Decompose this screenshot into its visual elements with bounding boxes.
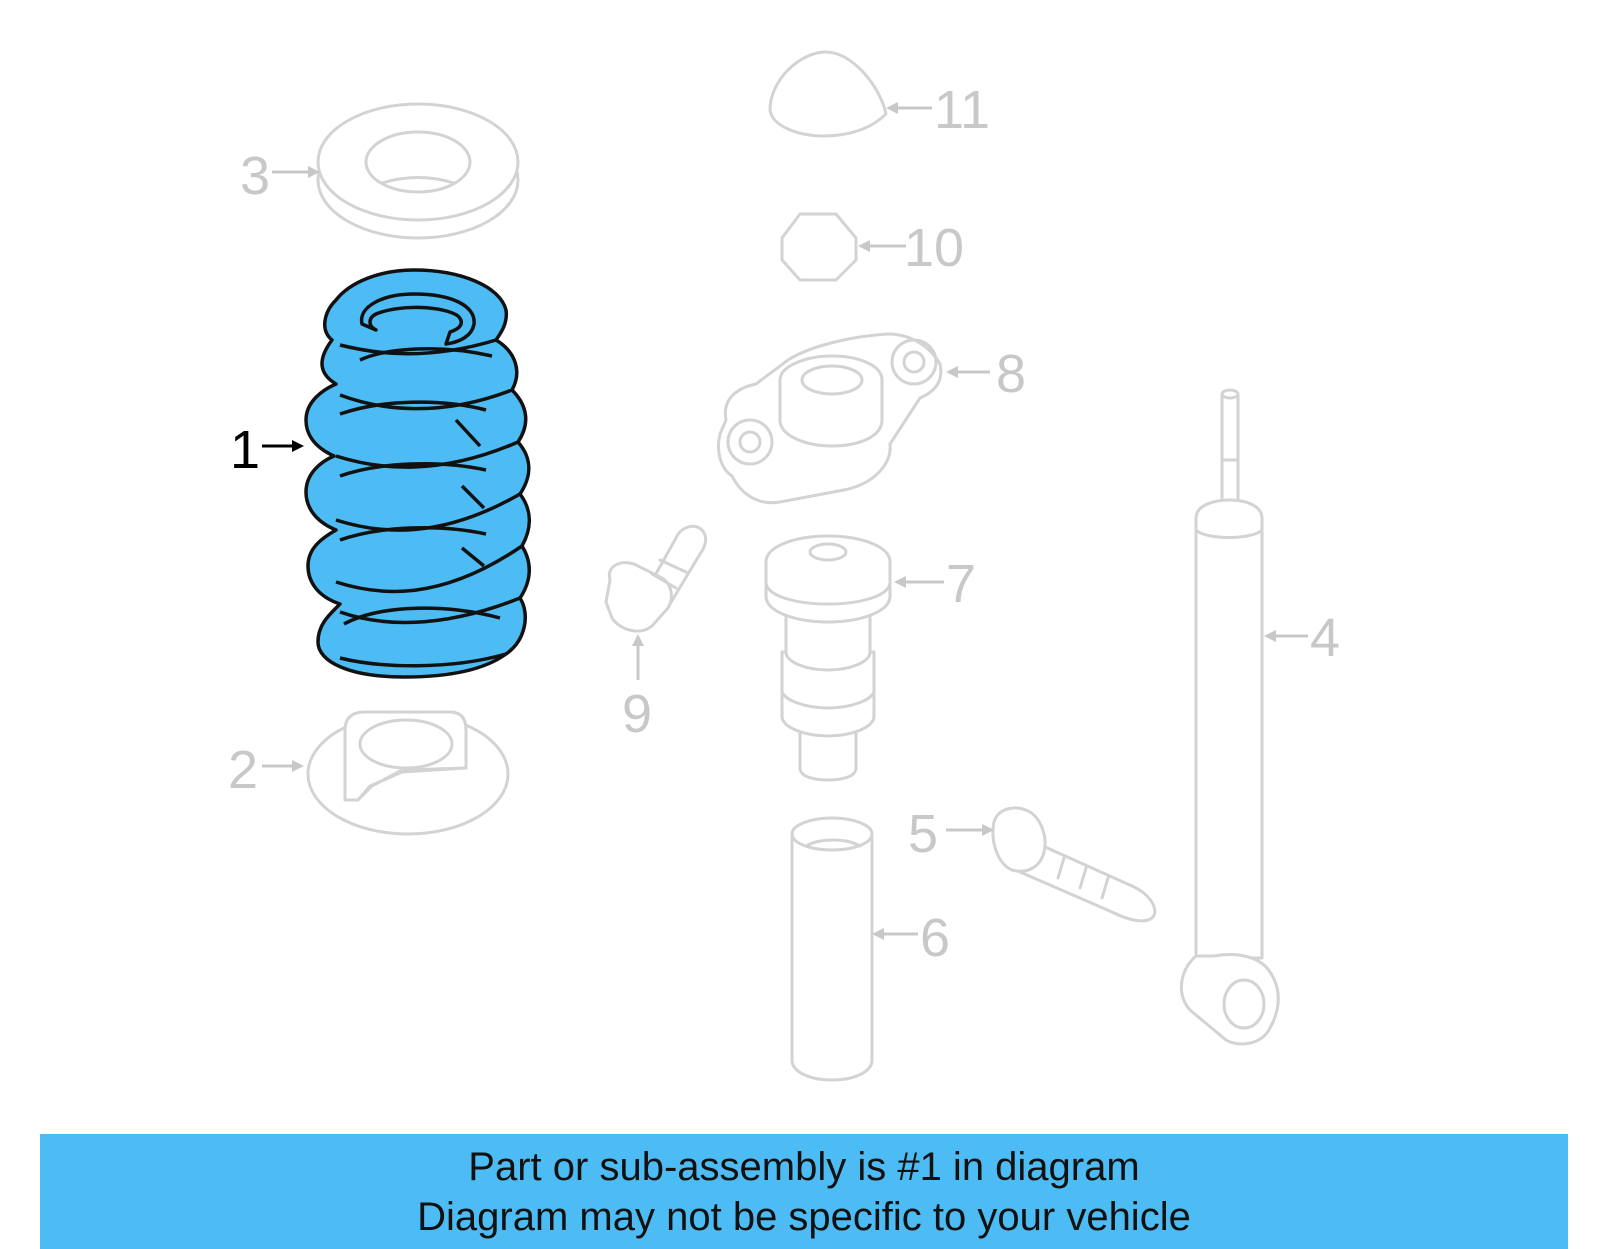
callout-7: 7 [946,554,976,614]
coil-spring [304,268,531,679]
arrowhead-2 [292,760,304,772]
footer-line-1: Part or sub-assembly is #1 in diagram [468,1145,1140,1189]
arrowhead-5 [982,824,994,836]
shock-absorber [1179,388,1280,1046]
callout-1: 1 [230,420,260,480]
arrowhead-1 [292,440,304,452]
callout-3: 3 [240,146,270,206]
nut [780,212,858,282]
bump-stop [764,534,892,782]
callout-11: 11 [934,80,990,140]
dust-boot [790,816,874,1082]
callout-4: 4 [1310,608,1340,668]
footer-banner: Part or sub-assembly is #1 in diagram Di… [40,1134,1568,1249]
upper-spring-seat [316,102,520,240]
callout-9: 9 [622,684,652,744]
callout-10: 10 [904,218,964,278]
callout-2: 2 [228,740,258,800]
arrowhead-10 [858,240,870,252]
arrowhead-7 [894,576,906,588]
upper-mount [717,332,943,505]
footer-line-2: Diagram may not be specific to your vehi… [417,1195,1191,1239]
cap [768,50,888,138]
arrowhead-9 [632,634,644,646]
callout-6: 6 [920,908,950,968]
arrowhead-4 [1264,630,1276,642]
callout-leaders [262,102,1308,940]
arrowhead-6 [872,928,884,940]
callout-8: 8 [996,344,1026,404]
lower-mount-bolt [991,806,1157,923]
callout-5: 5 [908,804,938,864]
mount-bolt [604,524,708,633]
lower-spring-seat [306,710,510,836]
arrowhead-3 [308,166,320,178]
arrowhead-8 [946,366,958,378]
arrowhead-11 [886,102,898,114]
